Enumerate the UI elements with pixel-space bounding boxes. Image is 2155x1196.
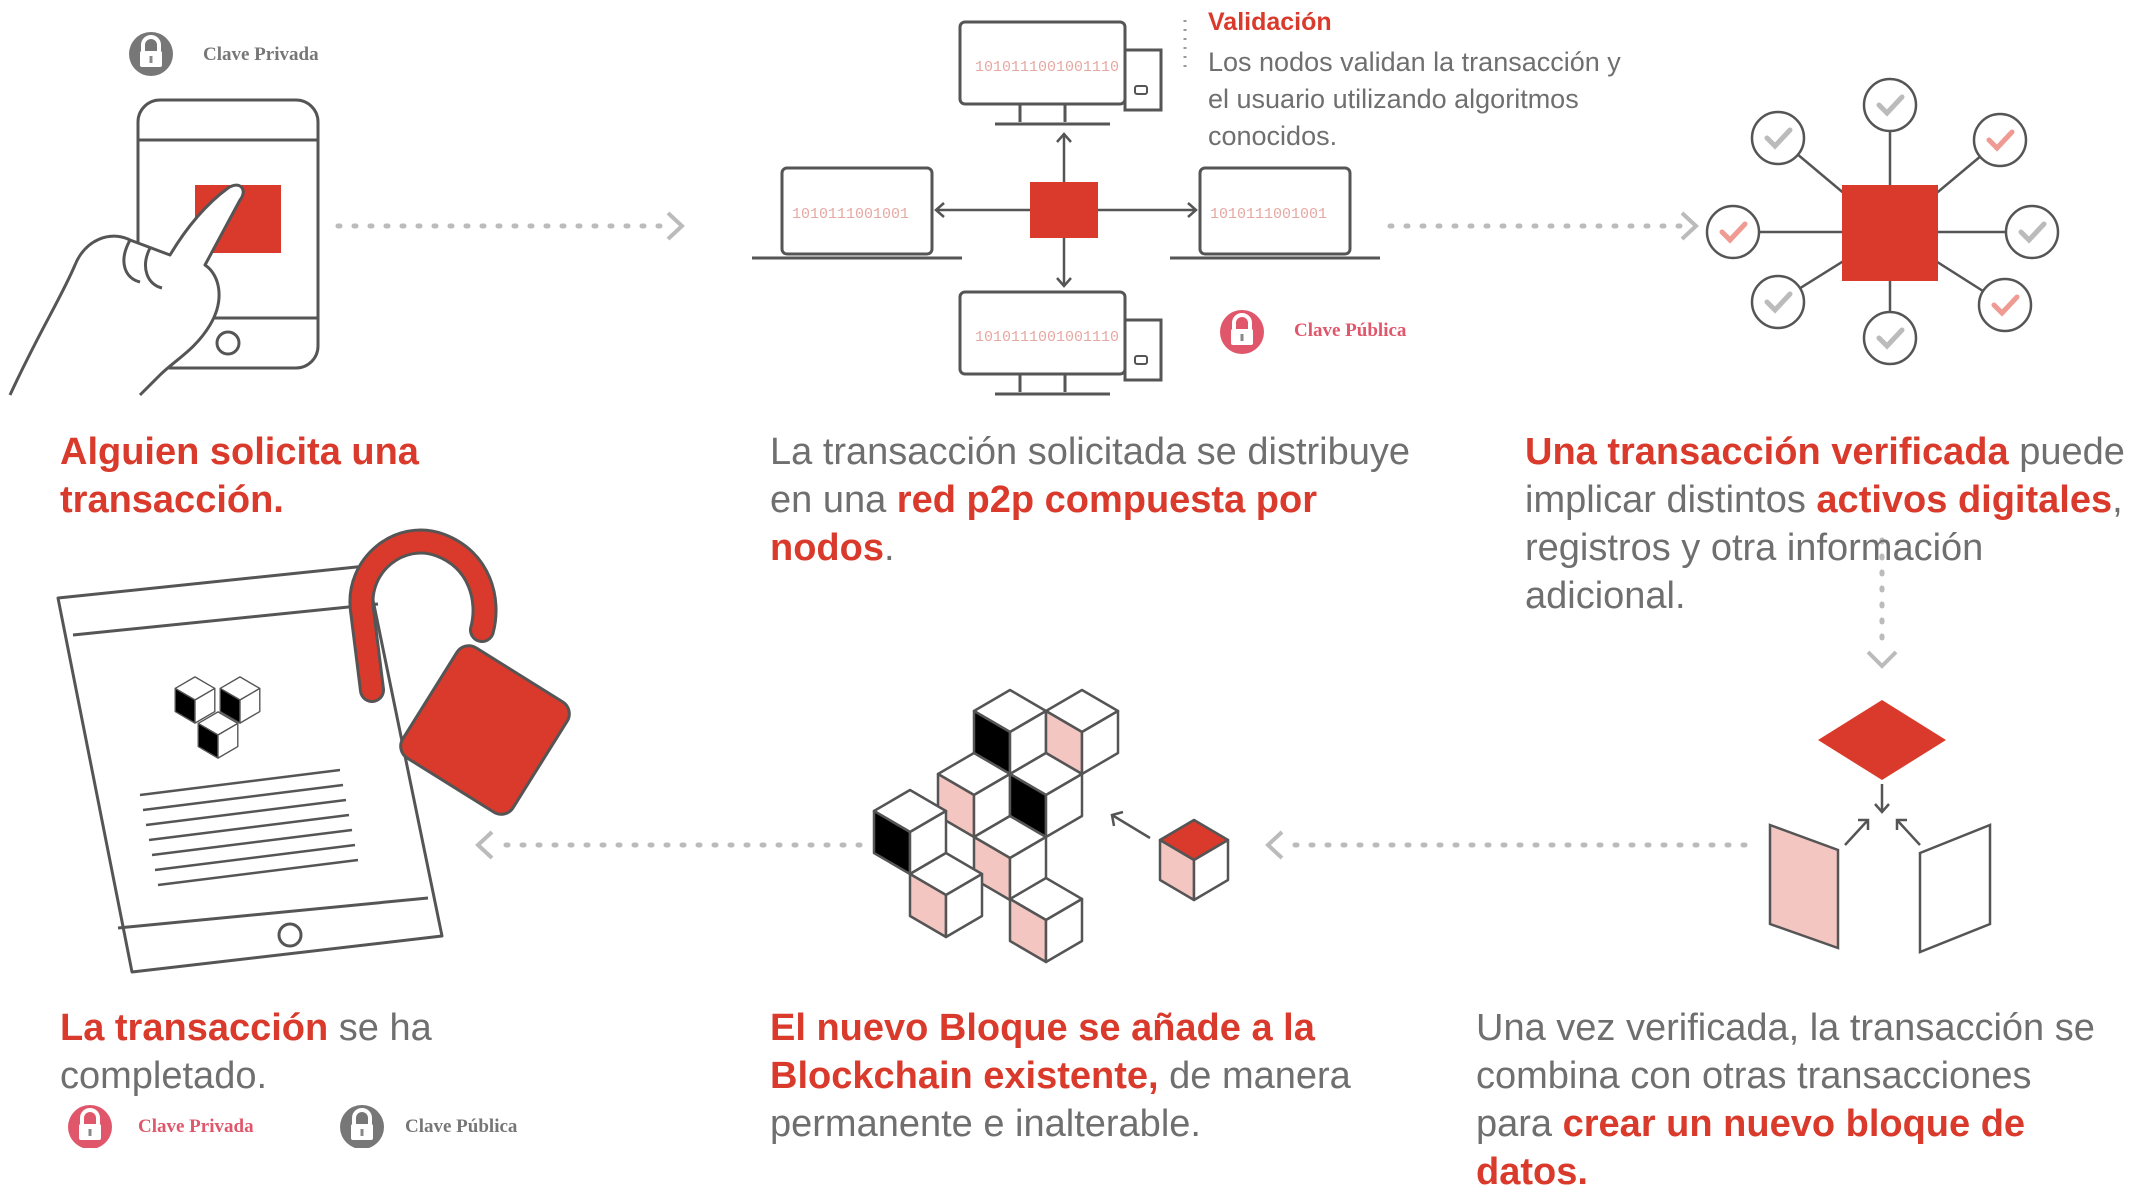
cube-icon — [872, 688, 1120, 964]
lock-icon — [127, 30, 175, 78]
svg-text:1010111001001: 1010111001001 — [1210, 206, 1327, 223]
check-node-icon — [1707, 79, 2058, 364]
tablet-icon — [56, 564, 444, 974]
validation-text: Los nodos validan la transacción y el us… — [1208, 47, 1621, 151]
desktop-icon: 1010111001001110 — [958, 20, 1163, 126]
laptop-icon: 1010111001001 — [1170, 166, 1380, 260]
step-1-caption: Alguien solicita una transacción. — [60, 431, 419, 521]
validation-title: Validación — [1208, 8, 1332, 36]
new-block-cube — [1158, 818, 1230, 902]
open-padlock-icon — [348, 528, 571, 816]
private-key-label: Clave Privada — [138, 1116, 254, 1137]
step-5-caption: El nuevo Bloque se añade a la Blockchain… — [770, 1007, 1351, 1145]
svg-text:1010111001001: 1010111001001 — [792, 206, 909, 223]
diamond-icon — [1768, 700, 1992, 954]
network-hub — [934, 132, 1198, 288]
lock-icon — [338, 1103, 386, 1148]
svg-text:1010111001001110: 1010111001001110 — [975, 59, 1119, 76]
step-2-caption: La transacción solicitada se distribuye … — [770, 431, 1411, 569]
laptop-icon: 1010111001001 — [752, 166, 962, 260]
hand-icon — [8, 183, 245, 397]
private-key-label: Clave Privada — [203, 44, 319, 65]
svg-text:1010111001001110: 1010111001001110 — [975, 329, 1119, 346]
lock-icon — [1218, 308, 1266, 356]
process-diagram: 1010111001001110 1010111001001110 101011… — [8, 20, 2155, 1148]
public-key-label: Clave Pública — [1294, 320, 1407, 341]
step-3-caption: Una transacción verificada puede implica… — [1525, 431, 2125, 617]
step-4-caption: Una vez verificada, la transacción se co… — [1476, 1007, 2095, 1193]
desktop-icon: 1010111001001110 — [958, 290, 1163, 396]
step-6-caption: La transacción se ha completado. — [60, 1007, 432, 1097]
lock-icon — [66, 1103, 114, 1148]
public-key-label: Clave Pública — [405, 1116, 518, 1137]
